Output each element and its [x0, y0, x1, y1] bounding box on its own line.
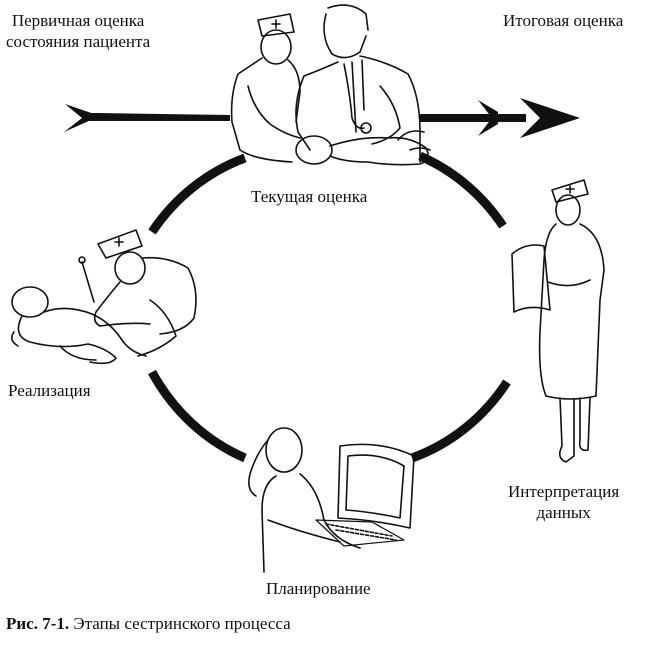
ring-segment-left-bottom	[148, 369, 247, 463]
ring-segment-right-bottom	[410, 379, 511, 463]
figure-caption-number: Рис. 7-1.	[6, 614, 70, 633]
label-implementation: Реализация	[8, 381, 91, 400]
label-final-assessment: Итоговая оценка	[503, 11, 624, 30]
figure-caption: Рис. 7-1. Этапы сестринского процесса	[6, 614, 291, 634]
incoming-arrow	[64, 104, 230, 132]
label-interpretation-line2: данных	[536, 503, 591, 522]
label-interpretation-line1: Интерпретация	[508, 482, 620, 501]
label-interpretation: Интерпретация данных	[508, 481, 619, 523]
cycle-ring	[148, 151, 511, 463]
nurse-injection-illustration	[10, 229, 197, 365]
ring-segment-left-top	[148, 153, 247, 235]
label-initial-assessment: Первичная оценка состояния пациента	[6, 10, 150, 52]
woman-computer-illustration	[248, 427, 415, 573]
nurse-reading-illustration	[511, 179, 605, 463]
label-initial-assessment-line1: Первичная оценка	[11, 11, 145, 30]
doctor-nurse-infant-illustration	[230, 4, 431, 166]
ring-segment-right-top	[418, 151, 507, 229]
label-initial-assessment-line2: состояния пациента	[6, 32, 151, 51]
label-current-assessment: Текущая оценка	[251, 187, 368, 206]
label-planning: Планирование	[266, 579, 371, 598]
figure-caption-text: Этапы сестринского процесса	[69, 614, 291, 633]
outgoing-arrow	[420, 98, 580, 138]
